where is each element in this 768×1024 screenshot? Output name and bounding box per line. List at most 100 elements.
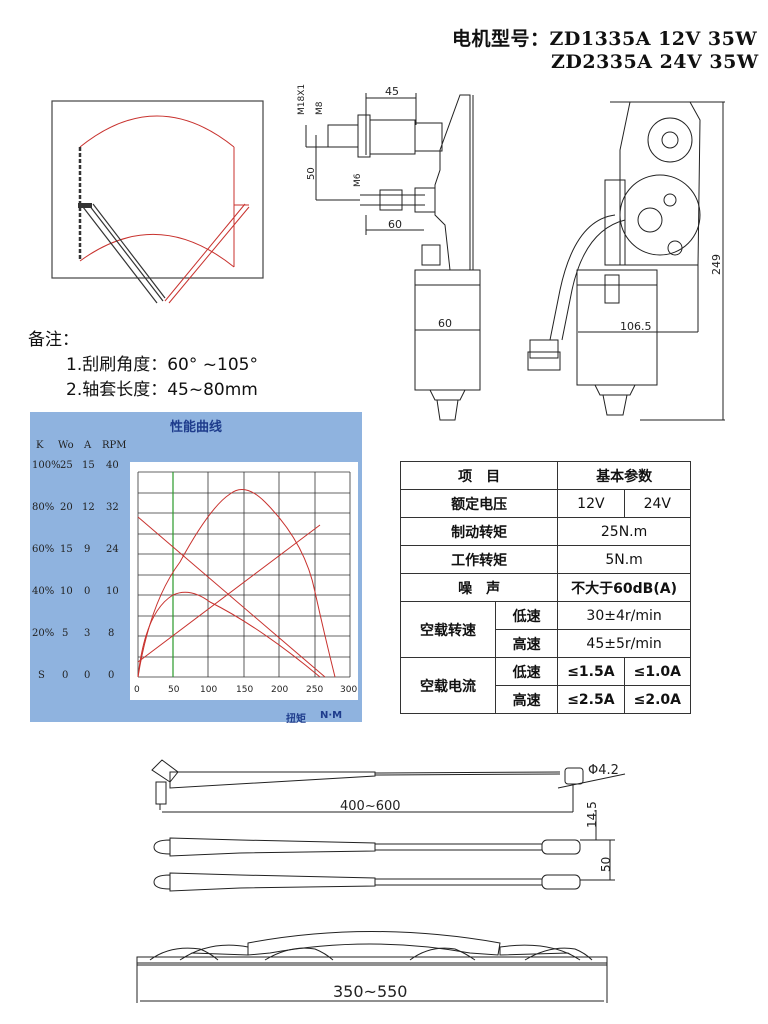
row-a: 0 (84, 586, 91, 597)
notes-title: 备注： (28, 330, 79, 350)
x-tick-300: 300 (340, 685, 357, 695)
x-tick-0: 0 (134, 685, 140, 695)
dim-spacing: 50 (599, 857, 613, 872)
wipe-angle-diagram (51, 100, 264, 304)
sub-label: 低速 (494, 601, 559, 630)
rated-voltage-12v: 12V (557, 489, 625, 518)
row-a: 12 (82, 502, 95, 513)
chart-x-axis: 0 50 100 150 200 250 300 (134, 685, 357, 695)
motor-model-line-2: ZD2335A 24V 35W (551, 51, 759, 73)
x-tick-100: 100 (200, 685, 217, 695)
x-tick-250: 250 (306, 685, 323, 695)
row-label: 工作转矩 (399, 545, 559, 574)
row-rpm: 0 (108, 670, 115, 681)
dim-width: 106.5 (620, 320, 652, 333)
row-k: 60% (32, 544, 55, 555)
x-tick-150: 150 (236, 685, 253, 695)
no-load-speed-high: 45±5r/min (557, 629, 691, 658)
dim-thread-m18: M18X1 (297, 84, 307, 115)
row-k: 80% (32, 502, 55, 513)
row-k: 20% (32, 628, 55, 639)
row-label: 制动转矩 (399, 517, 559, 546)
header-item: 项 目 (399, 461, 559, 490)
rated-voltage-24v: 24V (623, 489, 692, 518)
no-load-current-high-12v: ≤2.5A (557, 685, 625, 714)
row-a: 3 (84, 628, 91, 639)
sub-label: 高速 (494, 629, 559, 658)
performance-chart (130, 462, 358, 700)
row-a: 15 (82, 460, 95, 471)
working-torque: 5N.m (557, 545, 691, 574)
row-wo: 20 (60, 502, 73, 513)
row-rpm: 40 (106, 460, 119, 471)
col-header-a: A (84, 440, 92, 451)
row-k: S (38, 670, 45, 681)
performance-curve-panel: 性能曲线 K Wo A RPM 100% 25 15 40 80% 20 12 … (30, 412, 362, 725)
table-row: 高速 ≤2.5A ≤2.0A (401, 685, 692, 714)
dim-shaft-spacing: 50 (306, 167, 317, 180)
dim-thread-m6: M6 (353, 173, 363, 187)
row-rpm: 8 (108, 628, 115, 639)
row-label: 额定电压 (399, 489, 559, 518)
dim-offset: 14.5 (585, 801, 599, 828)
row-rpm: 10 (106, 586, 119, 597)
dim-diameter: Φ4.2 (588, 763, 619, 778)
row-a: 0 (84, 670, 91, 681)
noise: 不大于60dB(A) (557, 573, 691, 602)
dim-shaft-length-bottom: 60 (388, 218, 402, 231)
row-wo: 0 (62, 670, 69, 681)
dim-arm-length: 400~600 (340, 799, 401, 814)
table-row: 高速 45±5r/min (401, 629, 691, 658)
no-load-current-low-24v: ≤1.0A (623, 657, 692, 686)
wiper-blade-drawing: 350~550 (136, 931, 608, 1003)
col-header-k: K (36, 440, 44, 451)
col-header-rpm: RPM (102, 440, 127, 451)
x-tick-200: 200 (271, 685, 288, 695)
row-wo: 25 (60, 460, 73, 471)
performance-chart-svg (137, 471, 351, 678)
dim-blade-length: 350~550 (333, 982, 407, 1001)
row-k: 40% (32, 586, 55, 597)
dim-shaft-length-top: 45 (385, 85, 399, 98)
table-row: 项 目 基本参数 (399, 461, 691, 490)
row-rpm: 24 (106, 544, 119, 555)
group-label: 空载电流 (400, 657, 496, 714)
motor-side-view-drawing: 45 60 60 M18X1 M8 50 M6 (297, 84, 481, 421)
note-wipe-angle: 1.刮刷角度：60° ~105° (66, 355, 258, 375)
dim-motor-diameter: 60 (438, 317, 452, 330)
table-row: 空载电流 低速 ≤1.5A ≤1.0A (400, 657, 692, 714)
spec-table: 项 目 基本参数 额定电压 12V 24V 制动转矩 25N.m 工作转矩 5N… (399, 461, 692, 714)
no-load-current-low-12v: ≤1.5A (557, 657, 625, 686)
table-row: 额定电压 12V 24V (399, 489, 692, 518)
table-row: 工作转矩 5N.m (399, 545, 691, 574)
row-wo: 15 (60, 544, 73, 555)
dim-height: 249 (710, 254, 723, 275)
group-label: 空载转速 (400, 601, 496, 658)
performance-title: 性能曲线 (169, 420, 222, 435)
dim-thread-m8: M8 (315, 101, 325, 115)
note-sleeve-length: 2.轴套长度：45~80mm (66, 380, 258, 400)
sub-label: 低速 (494, 657, 559, 686)
table-row: 空载转速 低速 30±4r/min (400, 601, 691, 658)
row-a: 9 (84, 544, 91, 555)
no-load-speed-low: 30±4r/min (557, 601, 691, 630)
x-axis-unit: N·M (320, 710, 343, 721)
row-label: 噪 声 (399, 573, 559, 602)
sub-label: 高速 (494, 685, 559, 714)
row-rpm: 32 (106, 502, 119, 513)
wiper-arm-drawing: 400~600 Φ4.2 14.5 50 (151, 759, 626, 892)
row-wo: 10 (60, 586, 73, 597)
x-tick-50: 50 (168, 685, 180, 695)
header-params: 基本参数 (557, 461, 691, 490)
notes-section: 备注： 1.刮刷角度：60° ~105° 2.轴套长度：45~80mm (28, 328, 258, 403)
row-wo: 5 (62, 628, 69, 639)
table-row: 制动转矩 25N.m (399, 517, 691, 546)
no-load-current-high-24v: ≤2.0A (623, 685, 692, 714)
x-axis-label: 扭矩 (286, 714, 306, 725)
motor-model-line-1: 电机型号：ZD1335A 12V 35W (452, 28, 758, 50)
col-header-wo: Wo (58, 440, 74, 451)
brake-torque: 25N.m (557, 517, 691, 546)
row-k: 100% (32, 460, 61, 471)
table-row: 噪 声 不大于60dB(A) (399, 573, 691, 602)
motor-front-view-drawing: 106.5 249 (527, 101, 725, 421)
